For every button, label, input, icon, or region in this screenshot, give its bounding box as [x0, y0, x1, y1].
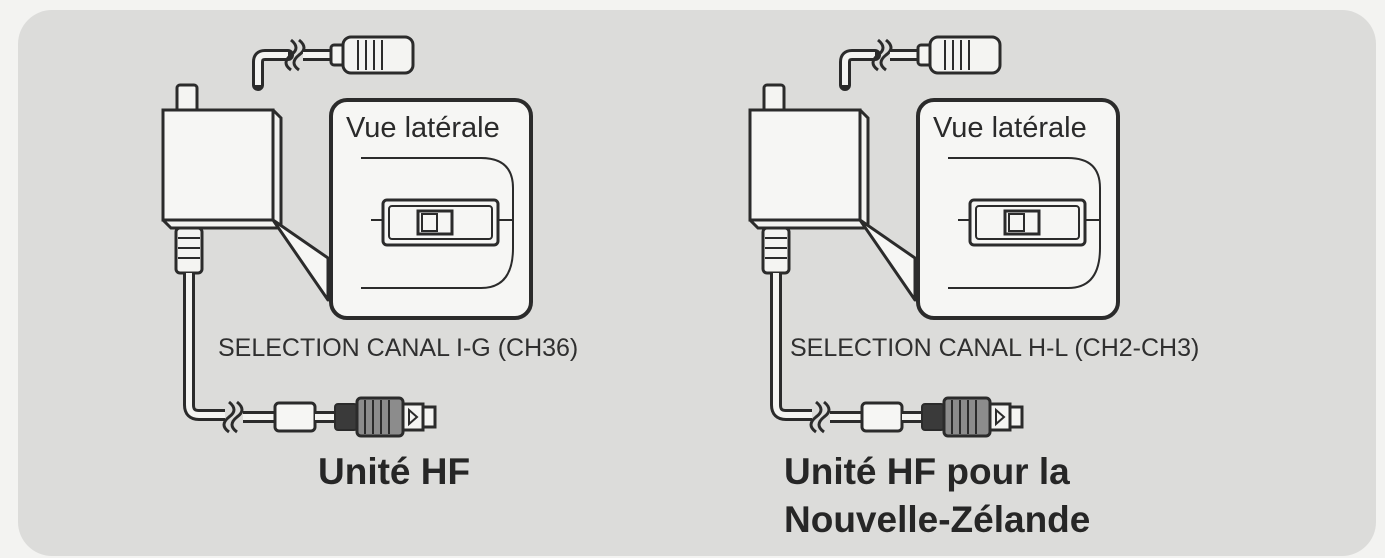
channel-selection-caption-right: SELECTION CANAL H-L (CH2-CH3): [790, 334, 1200, 362]
channel-selection-caption-left: SELECTION CANAL I-G (CH36): [218, 334, 579, 362]
diagram-panel: [18, 10, 1376, 556]
rf-unit-title-right-line1: Unité HF pour la: [784, 451, 1070, 492]
rf-unit-title-left-line1: Unité HF: [318, 451, 471, 492]
rf-unit-drawing-left: [163, 37, 531, 436]
rf-unit-title-right-line2: Nouvelle-Zélande: [784, 499, 1091, 540]
side-view-label-left: Vue latérale: [346, 112, 500, 144]
rf-unit-title-left: Unité HF: [318, 448, 470, 496]
side-view-label-right: Vue latérale: [933, 112, 1087, 144]
rf-unit-title-right: Unité HF pour la Nouvelle-Zélande: [784, 448, 1090, 544]
rf-unit-drawing-right: [750, 37, 1118, 436]
